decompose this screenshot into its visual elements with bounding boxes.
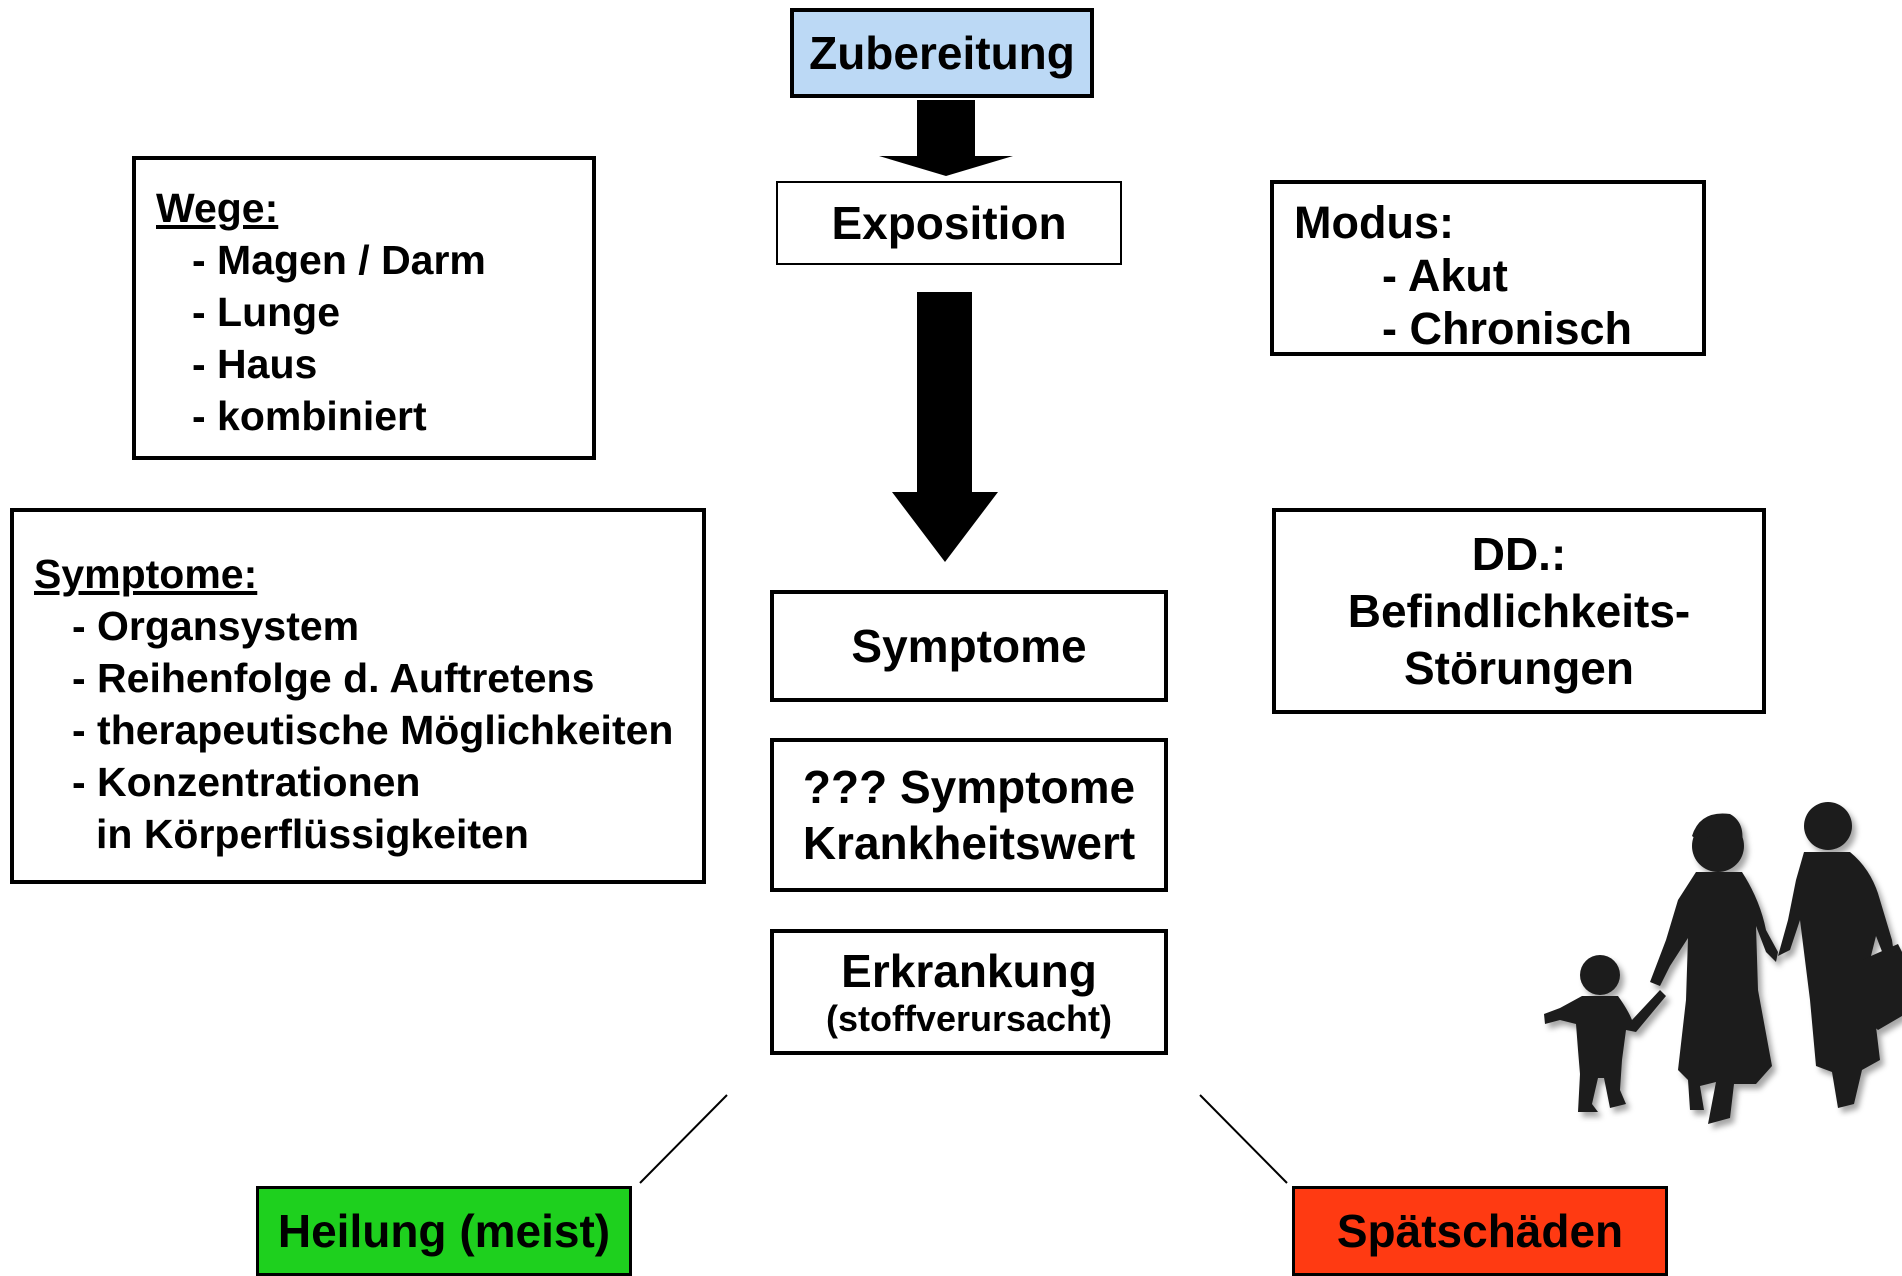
briefcase [1862,944,1902,1030]
man-body [1778,852,1896,1108]
dd-title: DD.: [1471,527,1567,580]
heilung-label: Heilung (meist) [277,1205,611,1257]
symptome-list-item-reihenfolge: - Reihenfolge d. Auftretens [72,655,595,701]
modus-title: Modus: [1294,197,1454,248]
krankheitswert-line2: Krankheitswert [802,817,1136,869]
zubereitung-label: Zubereitung [809,27,1075,79]
wege-item-haus: - Haus [192,341,318,387]
dd-line3: Störungen [1404,641,1634,694]
symptome-list-item-therapeutische: - therapeutische Möglichkeiten [72,707,674,753]
connector-line-heilung [639,1094,728,1184]
spaetschaeden-label: Spätschäden [1336,1205,1624,1257]
woman-hair [1692,813,1743,852]
wege-title: Wege: [156,185,279,231]
modus-item-chronisch: - Chronisch [1382,303,1633,354]
wege-box: Wege: - Magen / Darm - Lunge - Haus - ko… [132,156,596,460]
krankheitswert-box: ??? Symptome Krankheitswert [770,738,1168,892]
symptome-box: Symptome [770,590,1168,702]
symptome-list-item-organsystem: - Organsystem [72,603,360,649]
symptome-label: Symptome [851,620,1087,672]
dd-box: DD.: Befindlichkeits- Störungen [1272,508,1766,714]
modus-item-akut: - Akut [1382,250,1508,301]
wege-item-kombiniert: - kombiniert [192,393,427,439]
symptome-list-item-koerperfluessigkeiten: in Körperflüssigkeiten [96,811,529,857]
man-head [1804,802,1852,850]
symptome-list-title: Symptome: [34,551,258,597]
child-head [1580,955,1620,995]
erkrankung-sub-label: (stoffverursacht) [825,998,1113,1039]
erkrankung-label: Erkrankung [841,945,1097,997]
exposition-box: Exposition [776,181,1122,265]
exposition-label: Exposition [831,197,1067,249]
wege-item-magen-darm: - Magen / Darm [192,237,486,283]
modus-box: Modus: - Akut - Chronisch [1270,180,1706,356]
erkrankung-box: Erkrankung (stoffverursacht) [770,929,1168,1055]
dd-line2: Befindlichkeits- [1347,584,1691,637]
zubereitung-box: Zubereitung [790,8,1094,98]
wege-item-lunge: - Lunge [192,289,341,335]
krankheitswert-line1: ??? Symptome [802,761,1136,813]
symptome-list-item-konzentrationen: - Konzentrationen [72,759,421,805]
small-down-arrow [879,100,1013,176]
symptome-list-box: Symptome: - Organsystem - Reihenfolge d.… [10,508,706,884]
child-body [1544,990,1666,1112]
large-down-arrow [892,292,998,562]
woman-body [1650,872,1778,1124]
connector-line-spaetschaeden [1199,1094,1288,1184]
